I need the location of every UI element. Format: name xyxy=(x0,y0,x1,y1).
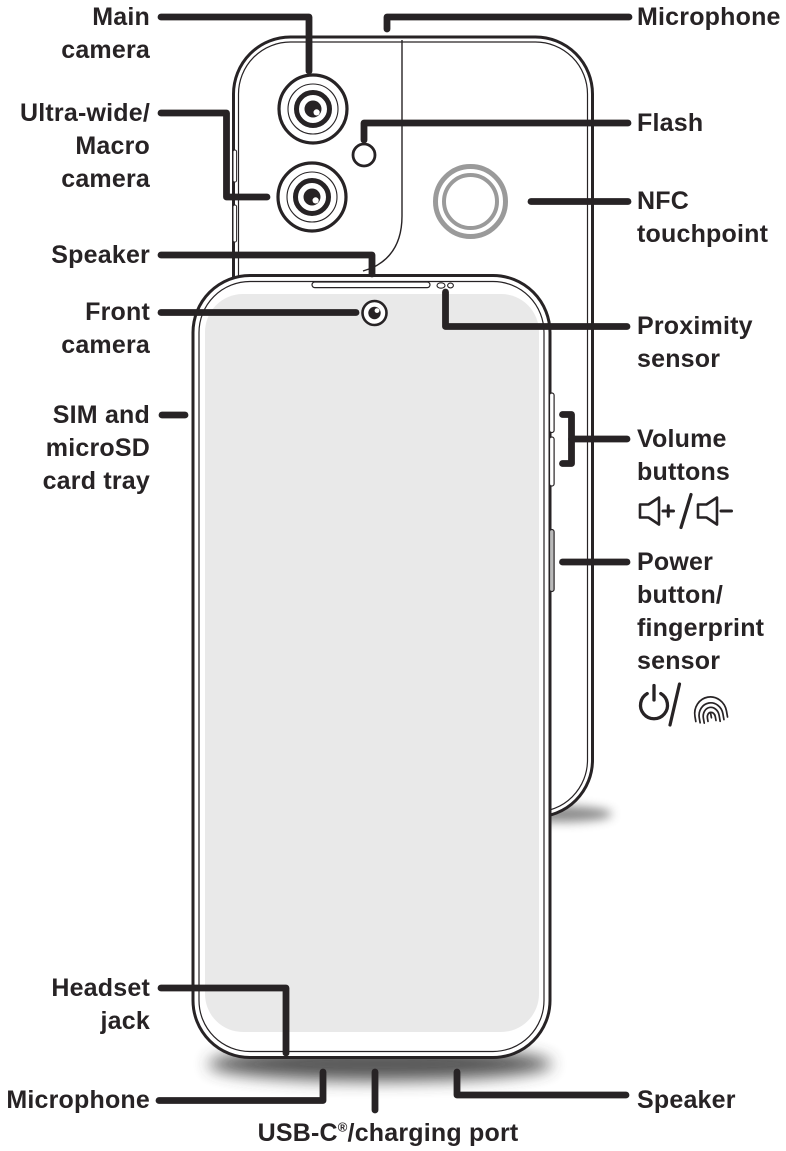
label-main-camera: Main camera xyxy=(61,1,150,67)
label-line: camera xyxy=(61,331,150,359)
main-camera-pointer xyxy=(157,13,313,75)
label-line: sensor xyxy=(637,345,721,373)
fingerprint-icon xyxy=(693,695,729,724)
usb-label-pre: USB-C xyxy=(257,1119,338,1147)
headset-jack-pointer xyxy=(157,984,290,1057)
label-line: Microphone xyxy=(637,2,781,31)
label-line: jack xyxy=(100,1006,150,1035)
label-line: camera xyxy=(61,164,150,193)
speaker-bottom-pointer xyxy=(453,1068,630,1099)
label-line: button/ xyxy=(637,580,724,609)
plus-sign xyxy=(661,503,675,518)
label-line: Flash xyxy=(637,108,704,137)
label-line: fingerprint xyxy=(637,613,765,642)
label-power-button: Power button/ fingerprint sensor xyxy=(637,546,764,728)
usb-label-post: /charging port xyxy=(347,1119,519,1147)
proximity-pointer xyxy=(442,288,631,330)
label-line: Main xyxy=(92,2,150,31)
front-camera-lens xyxy=(361,299,388,327)
label-speaker-bottom: Speaker xyxy=(637,1084,736,1117)
main-camera-lens-glint xyxy=(313,109,320,116)
power-icons-row xyxy=(638,681,729,727)
proximity-sensor-dots xyxy=(436,282,454,289)
flash-led xyxy=(351,142,377,168)
slash-separator xyxy=(679,492,693,529)
ultra-wide-camera xyxy=(276,161,348,233)
volume-up-button-side xyxy=(548,392,555,434)
label-line: camera xyxy=(61,35,150,64)
back-side-button-top xyxy=(232,149,238,183)
microphone-top-pointer xyxy=(383,13,633,33)
ultra-wide-pointer xyxy=(157,109,271,201)
label-sim-tray: SIM and microSD card tray xyxy=(43,399,150,498)
volume-down-button-side xyxy=(548,436,555,487)
label-line: Speaker xyxy=(51,240,150,269)
label-line: Power xyxy=(637,547,714,576)
volume-down-icon xyxy=(696,495,719,526)
label-line: NFC xyxy=(637,187,689,215)
label-line: Ultra-wide/ xyxy=(20,98,150,127)
label-line: Speaker xyxy=(637,1085,736,1114)
label-line: Volume xyxy=(637,424,727,453)
label-line: Headset xyxy=(51,973,150,1002)
ultra-wide-lens-glint xyxy=(312,197,319,204)
speaker-top-pointer xyxy=(157,251,376,278)
earpiece-speaker-slot xyxy=(311,281,431,289)
volume-up-icon xyxy=(638,495,661,526)
power-icon xyxy=(638,683,670,720)
label-line: Front xyxy=(85,298,150,326)
nfc-touchpoint-ring xyxy=(433,164,508,239)
label-line: touchpoint xyxy=(637,220,769,248)
label-flash: Flash xyxy=(637,107,703,140)
label-microphone-top: Microphone xyxy=(637,1,781,34)
label-line: microSD xyxy=(45,433,150,462)
power-button-side xyxy=(548,528,555,593)
label-line: Microphone xyxy=(6,1086,150,1114)
front-phone xyxy=(191,274,555,1059)
screen xyxy=(205,294,539,1032)
pointer-lines xyxy=(155,13,633,1114)
label-line: sensor xyxy=(637,646,721,675)
label-microphone-bottom: Microphone xyxy=(6,1084,150,1117)
back-side-button-bottom xyxy=(232,204,238,243)
label-line: Proximity xyxy=(637,312,753,340)
label-line: card tray xyxy=(42,466,150,495)
volume-icons-row xyxy=(638,492,733,529)
registered-mark: ® xyxy=(337,1119,348,1135)
slash-separator xyxy=(668,681,682,727)
label-front-camera: Front camera xyxy=(61,296,150,362)
label-ultra-wide-camera: Ultra-wide/ Macro camera xyxy=(20,97,150,196)
label-line: Macro xyxy=(75,131,150,160)
label-proximity-sensor: Proximity sensor xyxy=(637,310,753,376)
label-line: SIM and xyxy=(52,400,150,429)
flash-pointer xyxy=(360,119,632,144)
label-usb-charging-port: USB-C®/charging port xyxy=(188,1117,588,1150)
microphone-bottom-pointer xyxy=(155,1068,327,1104)
label-nfc-touchpoint: NFC touchpoint xyxy=(637,185,768,251)
label-headset-jack: Headset jack xyxy=(51,972,150,1038)
label-speaker-top: Speaker xyxy=(51,239,150,272)
main-camera xyxy=(277,73,349,145)
label-line: buttons xyxy=(637,457,731,486)
label-volume-buttons: Volume buttons xyxy=(637,423,767,531)
